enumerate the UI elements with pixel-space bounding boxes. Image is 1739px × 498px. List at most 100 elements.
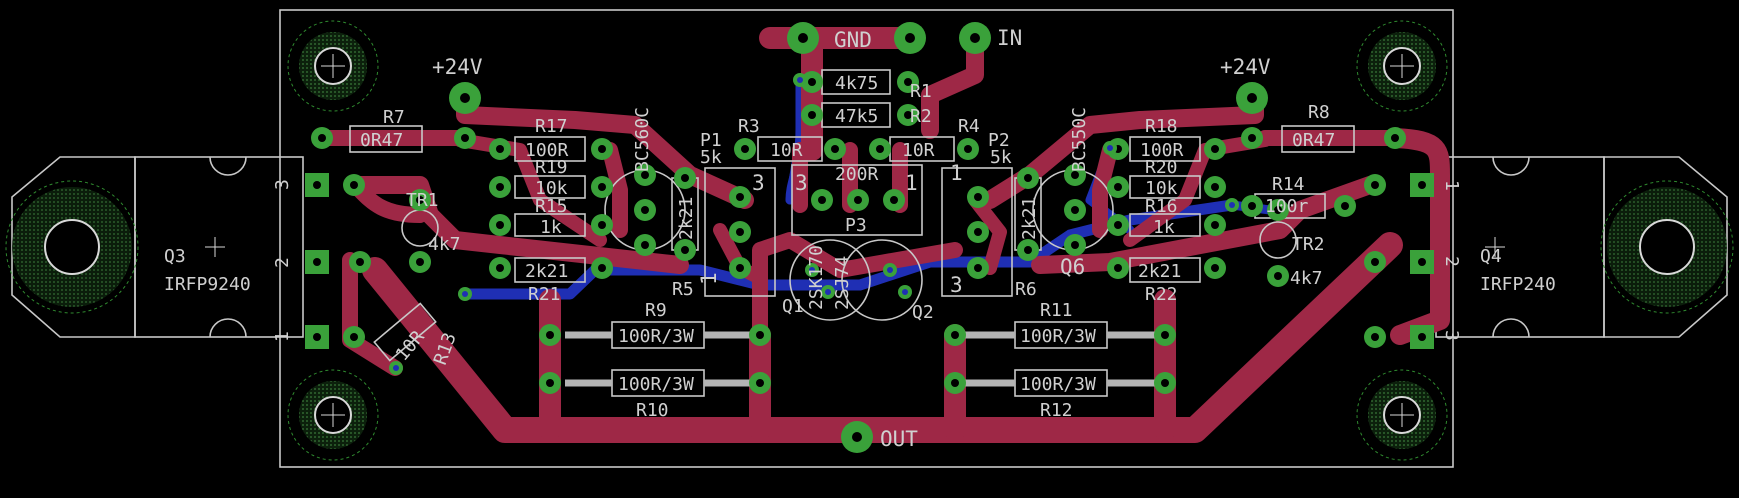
p2-value: 5k xyxy=(990,147,1012,168)
r7-body xyxy=(349,125,423,153)
r3-body xyxy=(757,136,823,162)
mounting-hole xyxy=(287,20,379,112)
r5-value: 2k21 xyxy=(676,197,697,240)
r20-ref: R20 xyxy=(1145,157,1178,178)
r18-ref: R18 xyxy=(1145,116,1178,137)
p1-ref: P1 xyxy=(700,130,722,151)
r1-ref: R1 xyxy=(910,81,932,102)
r16-ref: R16 xyxy=(1145,196,1178,217)
q1-value: 2SJ74 xyxy=(832,256,853,310)
net-24v-right: +24V xyxy=(1220,55,1271,79)
net-gnd: GND xyxy=(834,28,872,52)
q2-value: 2SK170 xyxy=(806,245,827,310)
q1-ref: Q1 xyxy=(782,296,804,317)
r19-value: 10k xyxy=(535,178,568,199)
q6-ref: Q6 xyxy=(1060,255,1085,279)
q4-footprint xyxy=(1435,156,1734,338)
r16-body xyxy=(1129,213,1201,237)
r3-ref: R3 xyxy=(738,116,760,137)
tr1-value: 4k7 xyxy=(428,234,461,255)
r20-body xyxy=(1129,175,1201,199)
tr1-ref: TR1 xyxy=(406,190,439,211)
q3-ref: Q3 xyxy=(164,246,186,267)
r17-ref: R17 xyxy=(535,116,568,137)
p3-ref: P3 xyxy=(845,215,867,236)
tr2-value: 4k7 xyxy=(1290,268,1323,289)
r8-value: 0R47 xyxy=(1292,130,1335,151)
r19-ref: R19 xyxy=(535,157,568,178)
q3-value: IRFP9240 xyxy=(164,274,251,295)
q3-pin: 1 xyxy=(272,331,293,342)
r7-ref: R7 xyxy=(383,107,405,128)
p3-body xyxy=(791,164,923,236)
net-24v-left: +24V xyxy=(432,55,483,79)
r18-value: 100R xyxy=(1140,140,1184,161)
p3-pin: 3 xyxy=(795,171,808,195)
net-out: OUT xyxy=(880,427,918,451)
r4-ref: R4 xyxy=(958,116,980,137)
r19-body xyxy=(514,175,586,199)
q4-pin: 2 xyxy=(1441,256,1462,267)
q3-pin: 3 xyxy=(272,179,293,190)
mounting-hole xyxy=(1356,369,1448,461)
tr2-body xyxy=(1259,221,1297,259)
p1-pin: 3 xyxy=(752,171,765,195)
r6-value: 2k21 xyxy=(1019,197,1040,240)
p2-pin: 1 xyxy=(950,161,963,185)
p1-body xyxy=(704,167,776,297)
board-outline xyxy=(279,9,1454,468)
labels-layer: GND IN OUT +24V +24V R7 0R47 R8 0R47 R17… xyxy=(164,26,1556,451)
r7-value: 0R47 xyxy=(360,130,403,151)
mounting-hole xyxy=(1356,20,1448,112)
tr2-ref: TR2 xyxy=(1292,234,1325,255)
q3-pin: 2 xyxy=(272,257,293,268)
net-in: IN xyxy=(997,26,1022,50)
q2-ref: Q2 xyxy=(912,302,934,323)
r11-ref: R11 xyxy=(1040,300,1073,321)
p3-value: 200R xyxy=(835,164,879,185)
q1-body xyxy=(789,239,871,321)
p2-body xyxy=(941,167,1013,297)
r9-ref: R9 xyxy=(645,300,667,321)
mounting-holes xyxy=(287,20,1448,461)
r1-value: 4k75 xyxy=(835,73,878,94)
q4-ref: Q4 xyxy=(1480,246,1502,267)
q4-pin: 3 xyxy=(1441,330,1462,341)
p3-pin: 1 xyxy=(905,171,918,195)
q3-footprint xyxy=(5,156,304,338)
r8-ref: R8 xyxy=(1308,102,1330,123)
r17-value: 100R xyxy=(525,140,569,161)
r3-value: 10R xyxy=(770,140,803,161)
r2-ref: R2 xyxy=(910,106,932,127)
r21-body xyxy=(514,257,586,283)
q2-body xyxy=(841,239,923,321)
r10-ref: R10 xyxy=(636,400,669,421)
q6-value: BC550C xyxy=(1069,107,1090,172)
r15-body xyxy=(514,213,586,237)
r18-body xyxy=(1129,136,1201,162)
r8-body xyxy=(1281,125,1355,153)
r16-value: 1k xyxy=(1153,217,1175,238)
mounting-hole xyxy=(287,369,379,461)
q5-value: BC560C xyxy=(632,107,653,172)
r12-ref: R12 xyxy=(1040,400,1073,421)
r17-body xyxy=(514,136,586,162)
r15-value: 1k xyxy=(540,217,562,238)
p2-pin: 3 xyxy=(950,273,963,297)
r22-ref: R22 xyxy=(1145,284,1178,305)
p1-value: 5k xyxy=(700,147,722,168)
r20-value: 10k xyxy=(1145,178,1178,199)
r13-body xyxy=(373,302,437,362)
q4-value: IRFP240 xyxy=(1480,274,1556,295)
r12-value: 100R/3W xyxy=(1020,374,1096,395)
r11-value: 100R/3W xyxy=(1020,326,1096,347)
r9-value: 100R/3W xyxy=(618,326,694,347)
r10-value: 100R/3W xyxy=(618,374,694,395)
r22-value: 2k21 xyxy=(1138,261,1181,282)
r4-value: 10R xyxy=(902,140,935,161)
r21-value: 2k21 xyxy=(525,261,568,282)
r6-ref: R6 xyxy=(1015,279,1037,300)
r21-ref: R21 xyxy=(528,284,561,305)
